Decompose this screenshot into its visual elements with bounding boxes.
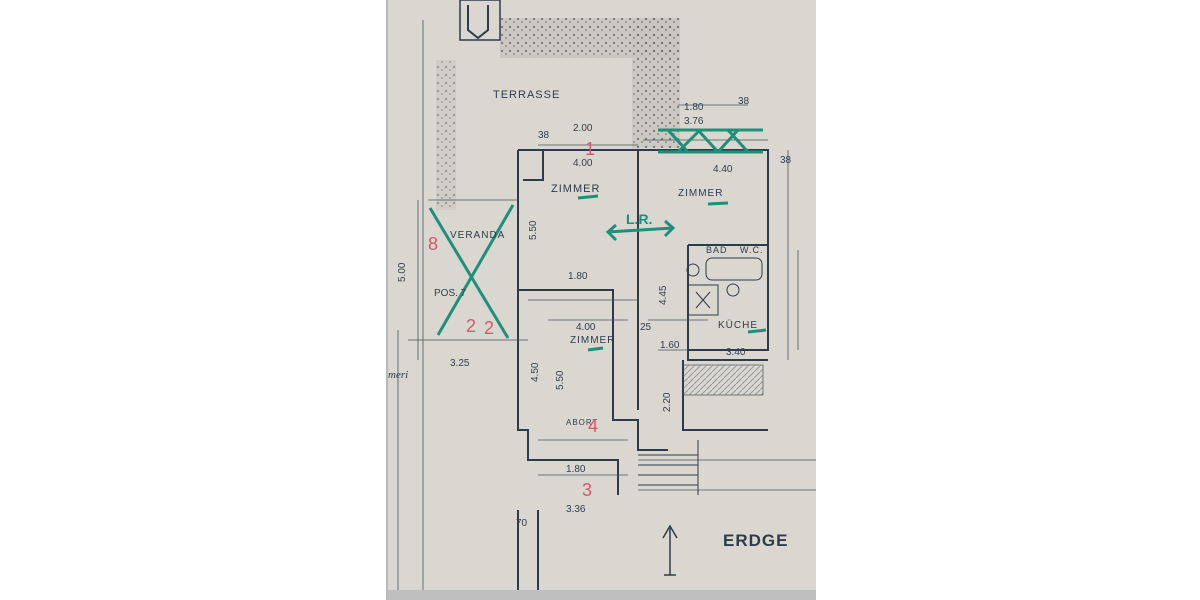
dim-200: 2.00 <box>573 123 593 134</box>
dim-400-mid: 4.00 <box>576 322 596 333</box>
dim-450: 4.50 <box>530 362 541 382</box>
dim-38-b: 38 <box>738 96 750 107</box>
pos-label: POS. 7 <box>434 288 467 299</box>
north-arrow-icon <box>662 524 678 576</box>
red-mark-4: 4 <box>588 416 598 436</box>
veranda-label: VERANDA <box>450 230 505 241</box>
room-top-left-label: ZIMMER <box>551 183 600 195</box>
dim-180-top: 1.80 <box>684 102 704 113</box>
margin-text: meri <box>388 369 408 381</box>
dim-400-top: 4.00 <box>573 158 593 169</box>
dim-440: 4.40 <box>713 164 733 175</box>
construction-lines <box>397 20 816 600</box>
green-arrow-label: L.R. <box>626 211 652 227</box>
page-edge <box>386 0 389 600</box>
dim-550-left: 5.50 <box>528 220 539 240</box>
red-mark-3: 3 <box>582 480 592 500</box>
room-top-right-label: ZIMMER <box>678 188 723 199</box>
dim-180-bottom: 1.80 <box>566 464 586 475</box>
dim-180-mid: 1.80 <box>568 271 588 282</box>
floor-plan-drawing: TERRASSE ZIMMER ZIMMER VERANDA ZIMMER BA… <box>388 0 816 600</box>
floor-title: ERDGE <box>723 531 788 550</box>
room-middle-label: ZIMMER <box>570 335 615 346</box>
abort-label: ABORT <box>566 418 598 427</box>
wc-label: W.C. <box>740 245 764 255</box>
dim-376: 3.76 <box>684 116 704 127</box>
bath-label: BAD <box>706 245 728 255</box>
page-bottom-border <box>388 590 816 600</box>
dim-445: 4.45 <box>658 285 669 305</box>
dim-25: 25 <box>640 322 652 333</box>
dim-325: 3.25 <box>450 358 470 369</box>
red-mark-2a: 2 <box>466 316 476 336</box>
dim-500: 5.00 <box>397 262 408 282</box>
green-marker-marks <box>428 128 767 352</box>
red-mark-8: 8 <box>428 234 438 254</box>
terrace-label: TERRASSE <box>493 89 560 101</box>
dim-336: 3.36 <box>566 504 586 515</box>
dim-550-lower: 5.50 <box>555 370 566 390</box>
dim-220: 2.20 <box>662 392 673 412</box>
bath-fixtures <box>686 257 763 316</box>
stairs-lower <box>638 364 764 495</box>
dim-160: 1.60 <box>660 340 680 351</box>
kitchen-label: KÜCHE <box>718 319 758 331</box>
red-mark-1: 1 <box>585 139 595 159</box>
terrace-wall <box>436 0 680 210</box>
red-mark-2b: 2 <box>484 318 494 338</box>
dim-38-c: 38 <box>780 155 792 166</box>
dim-70: 70 <box>516 518 528 529</box>
floor-plan-sheet: TERRASSE ZIMMER ZIMMER VERANDA ZIMMER BA… <box>388 0 816 600</box>
house-walls <box>517 149 769 590</box>
dim-340: 3.40 <box>726 347 746 358</box>
dim-38-a: 38 <box>538 130 550 141</box>
